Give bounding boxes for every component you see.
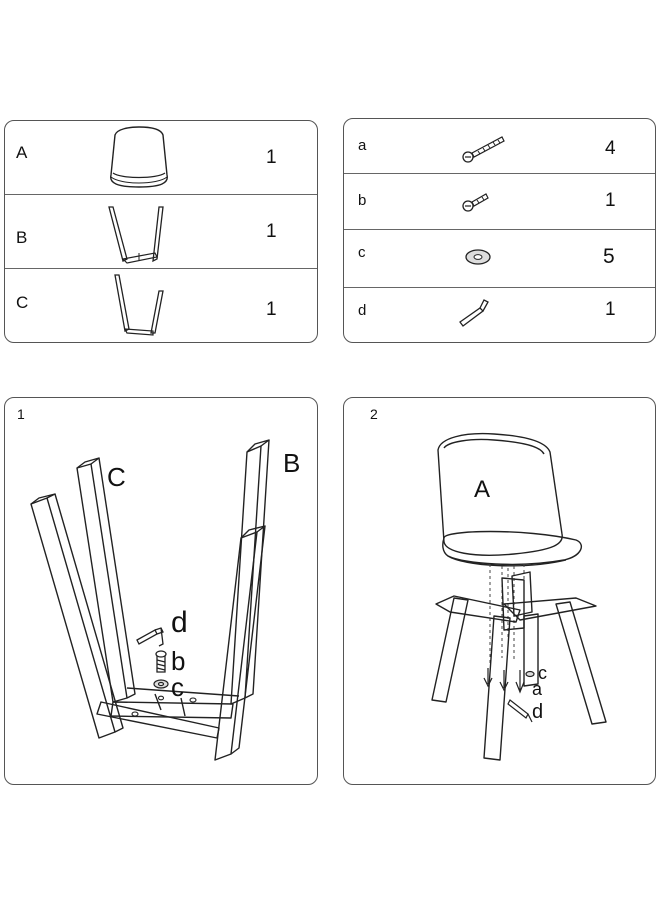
leg-assembly-drawing [5,398,317,784]
hardware-qty-c: 5 [603,245,615,268]
label-leg-c: C [107,462,126,492]
hardware-row-c: c 5 [344,230,655,287]
label-washer-c: c [538,663,547,683]
hardware-row-d: d 1 [344,288,655,342]
hardware-panel: a 4 b 1 c [343,118,656,343]
label-allen-key-d: d [171,606,188,639]
label-allen-key-d: d [532,701,544,723]
part-label-c: C [16,293,29,312]
part-label-b: B [16,228,28,247]
part-qty-c: 1 [266,299,277,320]
label-leg-b: B [283,448,301,478]
parts-row-a: A 1 [5,121,317,194]
part-label-a: A [16,143,28,162]
divider [5,194,317,195]
divider [344,229,655,230]
short-bolt-icon [460,188,490,214]
divider [344,287,655,288]
leg-frame-b-icon [105,203,175,265]
part-qty-b: 1 [266,221,277,242]
hardware-label-c: c [358,244,366,261]
washer-icon [464,246,492,268]
hardware-qty-b: 1 [605,190,616,211]
step2-panel: 2 [343,397,656,785]
long-bolt-icon [460,133,506,165]
parts-panel: A 1 B 1 C [4,120,318,343]
divider [344,173,655,174]
hardware-qty-a: 4 [605,138,616,159]
label-bolt-b: b [171,646,186,676]
label-seat-a: A [474,476,491,503]
part-qty-a: 1 [266,147,277,168]
leg-frame-c-icon [109,273,175,339]
parts-row-b: B 1 [5,195,317,268]
label-washer-c: c [171,672,184,702]
seat-shell-icon [101,125,177,189]
parts-row-c: C 1 [5,269,317,342]
hardware-qty-d: 1 [605,299,616,320]
step-number: 1 [17,406,25,422]
hardware-label-d: d [358,302,367,319]
hardware-label-b: b [358,192,367,209]
step-number: 2 [370,406,378,422]
allen-key-icon [456,296,492,330]
hardware-label-a: a [358,137,367,154]
hardware-row-a: a 4 [344,119,655,173]
divider [5,268,317,269]
step1-panel: 1 [4,397,318,785]
seat-assembly-drawing [344,398,655,784]
hardware-row-b: b 1 [344,174,655,229]
label-bolt-a: a [532,679,543,699]
